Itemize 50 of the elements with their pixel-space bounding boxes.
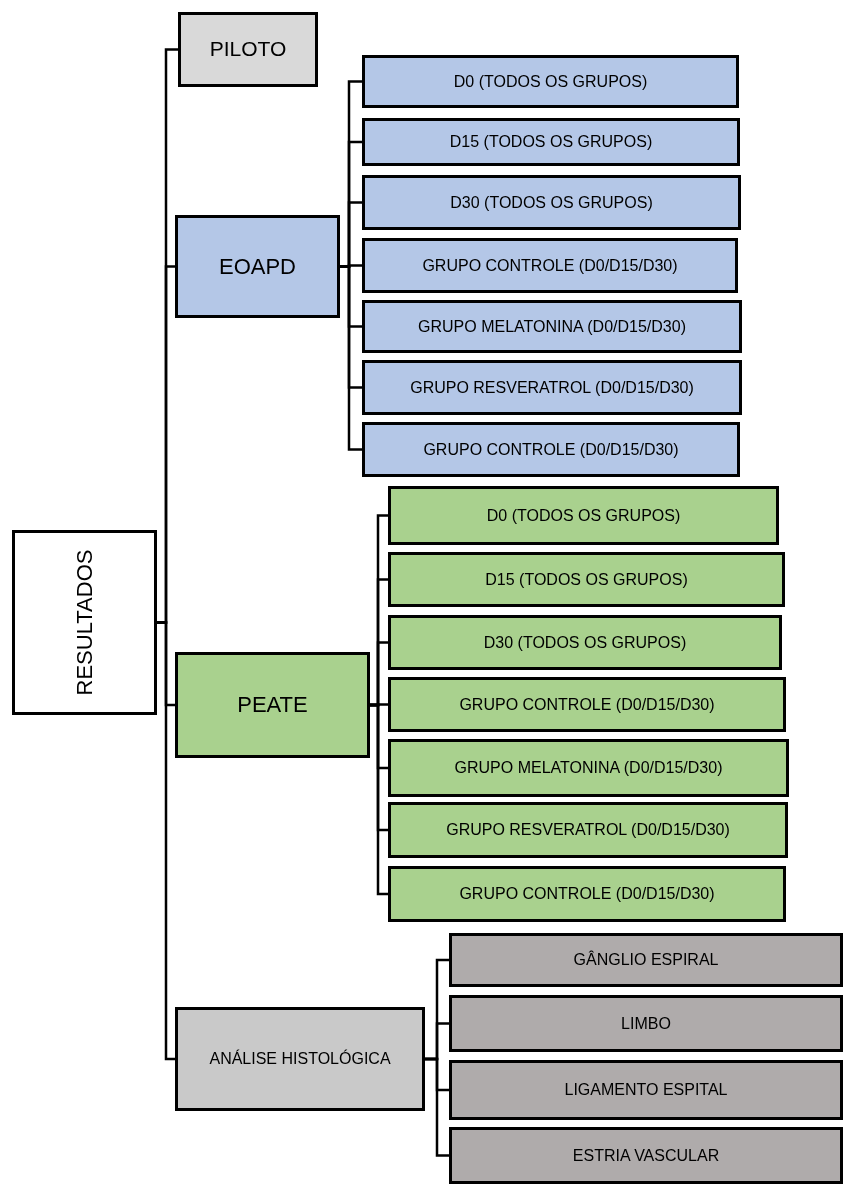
item-box [362, 238, 738, 293]
category-box [175, 215, 340, 318]
node-label: D30 (TODOS OS GRUPOS) [449, 192, 654, 213]
item-box [362, 55, 739, 108]
item-box [362, 422, 740, 477]
item-box [362, 360, 742, 415]
node-label: GRUPO RESVERATROL (D0/D15/D30) [445, 820, 731, 840]
node-label: PEATE [236, 691, 309, 719]
item-box [449, 995, 843, 1052]
item-box [388, 552, 785, 607]
item-box [388, 486, 779, 545]
category-box [175, 652, 370, 758]
node-label: D0 (TODOS OS GRUPOS) [485, 505, 682, 526]
item-box [388, 677, 786, 732]
node-label: GRUPO MELATONINA (D0/D15/D30) [417, 316, 687, 337]
connector-line [340, 265, 362, 451]
item-box [388, 739, 789, 797]
node-label: GRUPO CONTROLE (D0/D15/D30) [458, 694, 716, 715]
connector-line [425, 1057, 449, 1157]
node-label: GRUPO MELATONINA (D0/D15/D30) [453, 758, 724, 778]
root-box [12, 530, 157, 715]
node-label: D15 (TODOS OS GRUPOS) [484, 569, 689, 590]
node-label: D0 (TODOS OS GRUPOS) [452, 71, 649, 92]
item-box [388, 866, 786, 922]
node-label: D15 (TODOS OS GRUPOS) [448, 132, 654, 152]
node-label: ESTRIA VASCULAR [571, 1145, 721, 1166]
item-box [449, 933, 843, 987]
node-label: EOAPD [218, 252, 297, 281]
node-label: GÂNGLIO ESPIRAL [572, 950, 720, 970]
item-box [449, 1127, 843, 1184]
category-box [178, 12, 318, 87]
node-label: GRUPO CONTROLE (D0/D15/D30) [458, 884, 716, 904]
item-box [362, 175, 741, 230]
item-box [362, 118, 740, 166]
connector-line [370, 703, 388, 896]
node-label: D30 (TODOS OS GRUPOS) [482, 632, 688, 653]
node-label: GRUPO CONTROLE (D0/D15/D30) [422, 439, 680, 460]
node-label: ANÁLISE HISTOLÓGICA [208, 1049, 392, 1069]
node-label: GRUPO CONTROLE (D0/D15/D30) [421, 255, 679, 276]
category-box [175, 1007, 425, 1111]
node-label: LIMBO [620, 1013, 672, 1034]
item-box [388, 802, 788, 858]
node-label: LIGAMENTO ESPITAL [563, 1080, 729, 1100]
item-box [388, 615, 782, 670]
item-box [449, 1060, 843, 1120]
item-box [362, 300, 742, 353]
node-label: RESULTADOS [71, 549, 98, 696]
node-label: PILOTO [208, 36, 288, 63]
connector-line [157, 621, 175, 1061]
node-label: GRUPO RESVERATROL (D0/D15/D30) [409, 377, 695, 398]
